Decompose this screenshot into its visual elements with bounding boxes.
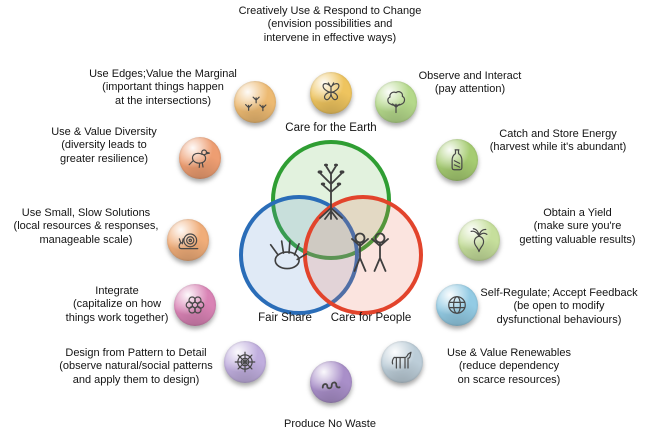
ethic-label-fair-share: Fair Share (258, 312, 312, 324)
badge-use-edges-value-marginal (234, 81, 276, 123)
badge-integrate (174, 284, 216, 326)
badge-creatively-use-respond-change (310, 72, 352, 114)
snail-icon (178, 233, 199, 250)
principle-title: Use Edges;Value the Marginal (89, 68, 237, 80)
badge-catch-and-store-energy (436, 139, 478, 181)
badge-obtain-a-yield (458, 219, 500, 261)
label-produce-no-waste: Produce No Waste (250, 418, 410, 431)
principle-title: Design from Pattern to Detail (65, 347, 207, 359)
badge-produce-no-waste (310, 361, 352, 403)
bottle-icon (451, 149, 463, 171)
ethic-label-people: Care for People (330, 312, 412, 324)
horse-icon (391, 351, 412, 369)
principle-subtitle: (be open to modify dysfunctional behavio… (496, 300, 622, 326)
principle-title: Obtain a Yield (543, 207, 612, 219)
globe-icon (448, 296, 466, 314)
principle-title: Use & Value Diversity (51, 126, 157, 138)
badge-self-regulate-accept-feedback (436, 284, 478, 326)
badge-design-pattern-to-detail (224, 341, 266, 383)
tree-icon (387, 91, 406, 114)
principle-subtitle: (envision possibilities and intervene in… (263, 18, 397, 44)
principle-subtitle: (make sure you're getting valuable resul… (519, 220, 636, 246)
label-use-edges-value-marginal: Use Edges;Value the Marginal (important … (68, 68, 258, 108)
label-use-value-renewables: Use & Value Renewables (reduce dependenc… (429, 347, 589, 387)
label-obtain-a-yield: Obtain a Yield (make sure you're getting… (505, 207, 650, 247)
principle-title: Produce No Waste (284, 418, 376, 430)
principle-subtitle: (important things happen at the intersec… (102, 81, 224, 107)
label-self-regulate-accept-feedback: Self-Regulate; Accept Feedback (be open … (470, 287, 648, 327)
ethic-label-earth: Care for the Earth (285, 122, 377, 134)
principle-subtitle: (local resources & responses, manageable… (13, 220, 159, 246)
badge-use-value-renewables (381, 341, 423, 383)
flower-icon (185, 296, 205, 314)
label-use-value-diversity: Use & Value Diversity (diversity leads t… (24, 126, 184, 166)
principle-subtitle: (reduce dependency on scarce resources) (457, 360, 561, 386)
tree-sketch (317, 163, 345, 220)
badge-observe-and-interact (375, 81, 417, 123)
principle-title: Self-Regulate; Accept Feedback (480, 287, 638, 299)
people-sketch (351, 232, 389, 272)
spiderweb-icon (234, 351, 256, 373)
label-use-small-slow-solutions: Use Small, Slow Solutions (local resourc… (2, 207, 170, 247)
principle-title: Use & Value Renewables (447, 347, 571, 359)
principle-title: Catch and Store Energy (499, 128, 617, 140)
principle-title: Use Small, Slow Solutions (21, 207, 151, 219)
badge-use-value-diversity (179, 137, 221, 179)
principle-subtitle: (harvest while it's abundant) (489, 141, 627, 154)
worm-icon (321, 381, 341, 390)
principle-subtitle: (capitalize on how things work together) (65, 298, 169, 324)
principle-title: Observe and Interact (418, 70, 522, 82)
principle-subtitle: (pay attention) (434, 83, 506, 96)
animal-tracks-icon (245, 96, 267, 112)
label-observe-and-interact: Observe and Interact (pay attention) (390, 70, 550, 97)
principle-title: Creatively Use & Respond to Change (238, 5, 422, 17)
root-vegetable-icon (470, 228, 488, 253)
bird-icon (188, 149, 210, 168)
principle-subtitle: (observe natural/social patterns and app… (59, 360, 213, 386)
principle-title: Integrate (95, 285, 139, 297)
label-creatively-use-respond-change: Creatively Use & Respond to Change (envi… (210, 5, 450, 45)
hand-sketch (269, 240, 308, 270)
butterfly-icon (322, 82, 340, 101)
principle-subtitle: (diversity leads to greater resilience) (59, 139, 149, 165)
label-catch-and-store-energy: Catch and Store Energy (harvest while it… (468, 128, 648, 155)
label-design-pattern-to-detail: Design from Pattern to Detail (observe n… (30, 347, 242, 387)
label-integrate: Integrate (capitalize on how things work… (42, 285, 192, 325)
badge-use-small-slow-solutions (167, 219, 209, 261)
